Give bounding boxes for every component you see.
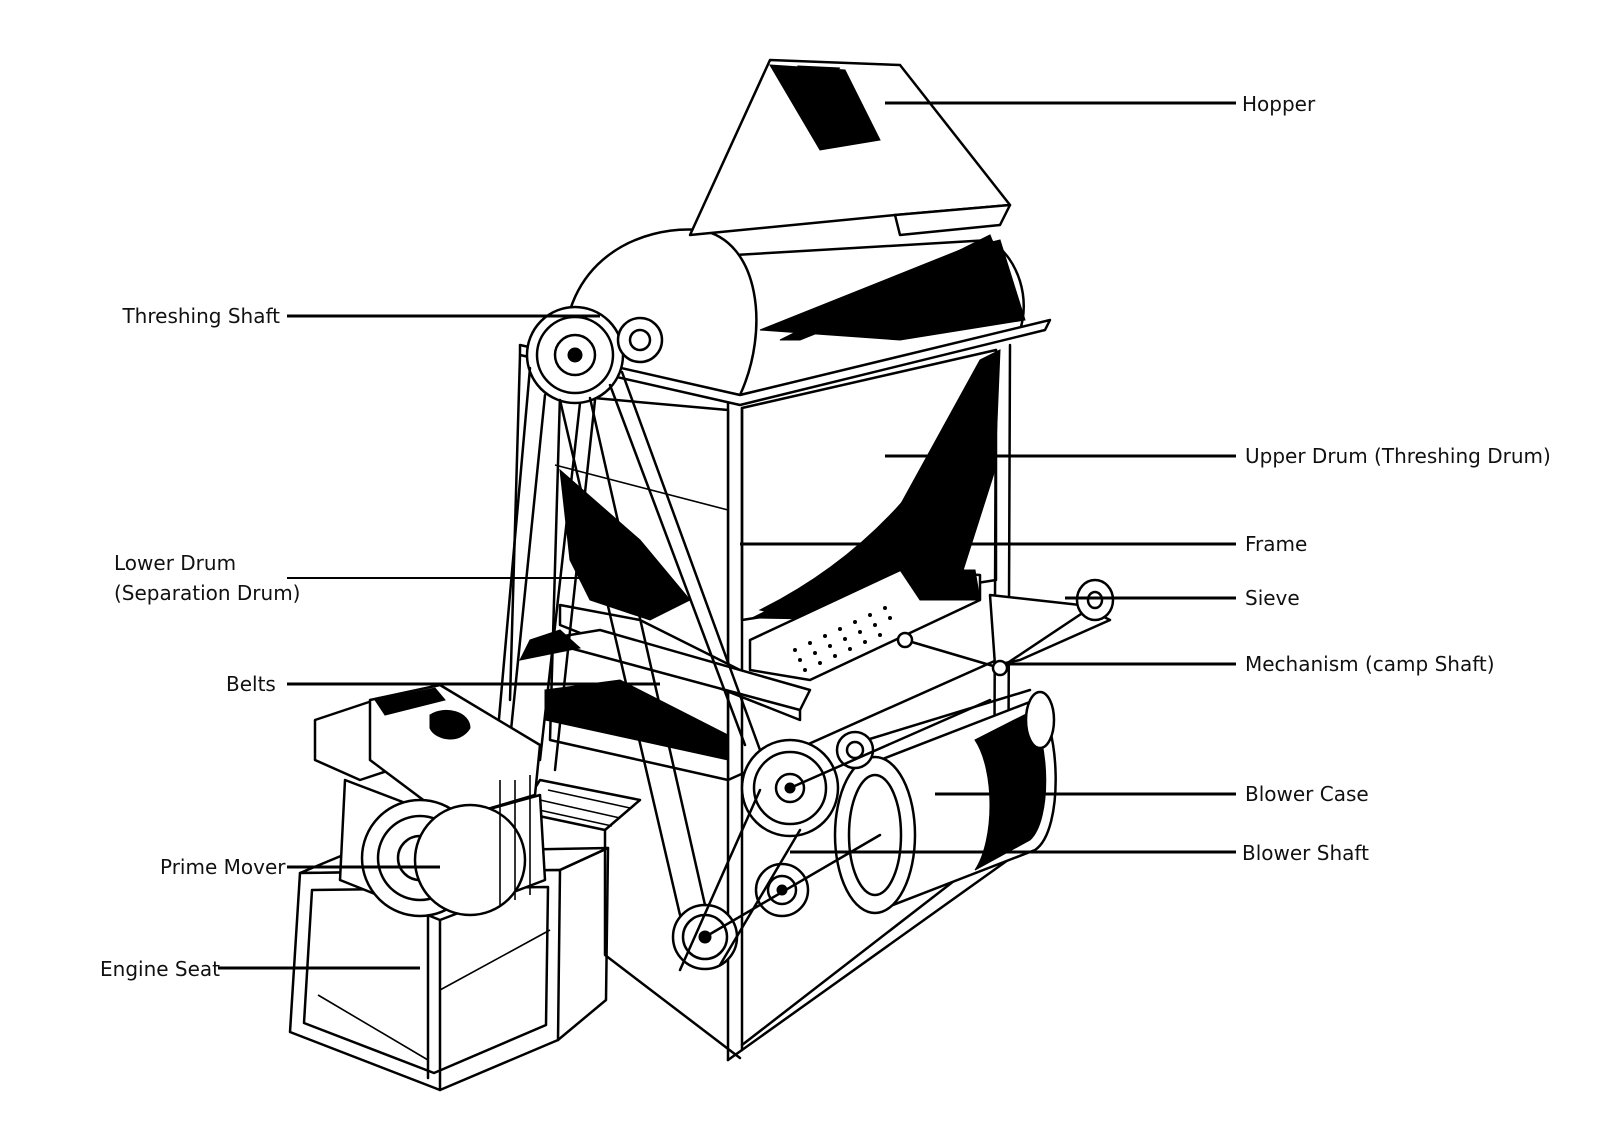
label-lower-drum-line1: Lower Drum	[114, 551, 236, 575]
label-prime-mover: Prime Mover	[160, 855, 286, 879]
lower-pulley-drawing	[671, 833, 882, 971]
label-sieve: Sieve	[1245, 586, 1300, 610]
label-upper-drum: Upper Drum (Threshing Drum)	[1245, 444, 1551, 468]
blower-case-drawing	[833, 688, 1057, 915]
mechanism-drawing	[896, 578, 1115, 677]
label-lower-drum-line2: (Separation Drum)	[114, 581, 300, 605]
prime-mover-drawing	[313, 683, 547, 922]
blower-pulley-drawing	[740, 698, 992, 838]
labels: Hopper Threshing Shaft Upper Drum (Thres…	[100, 92, 1551, 981]
label-belts: Belts	[226, 672, 276, 696]
label-mechanism: Mechanism (camp Shaft)	[1245, 652, 1495, 676]
sieve-drawing	[748, 568, 982, 682]
leader-lines	[218, 101, 1236, 970]
label-threshing-shaft: Threshing Shaft	[121, 304, 280, 328]
label-hopper: Hopper	[1242, 92, 1316, 116]
lower-drum-drawing	[519, 603, 812, 722]
threshing-pulley-drawing	[525, 305, 664, 405]
label-blower-case: Blower Case	[1245, 782, 1369, 806]
label-blower-shaft: Blower Shaft	[1242, 841, 1369, 865]
label-engine-seat: Engine Seat	[100, 957, 220, 981]
label-frame: Frame	[1245, 532, 1307, 556]
